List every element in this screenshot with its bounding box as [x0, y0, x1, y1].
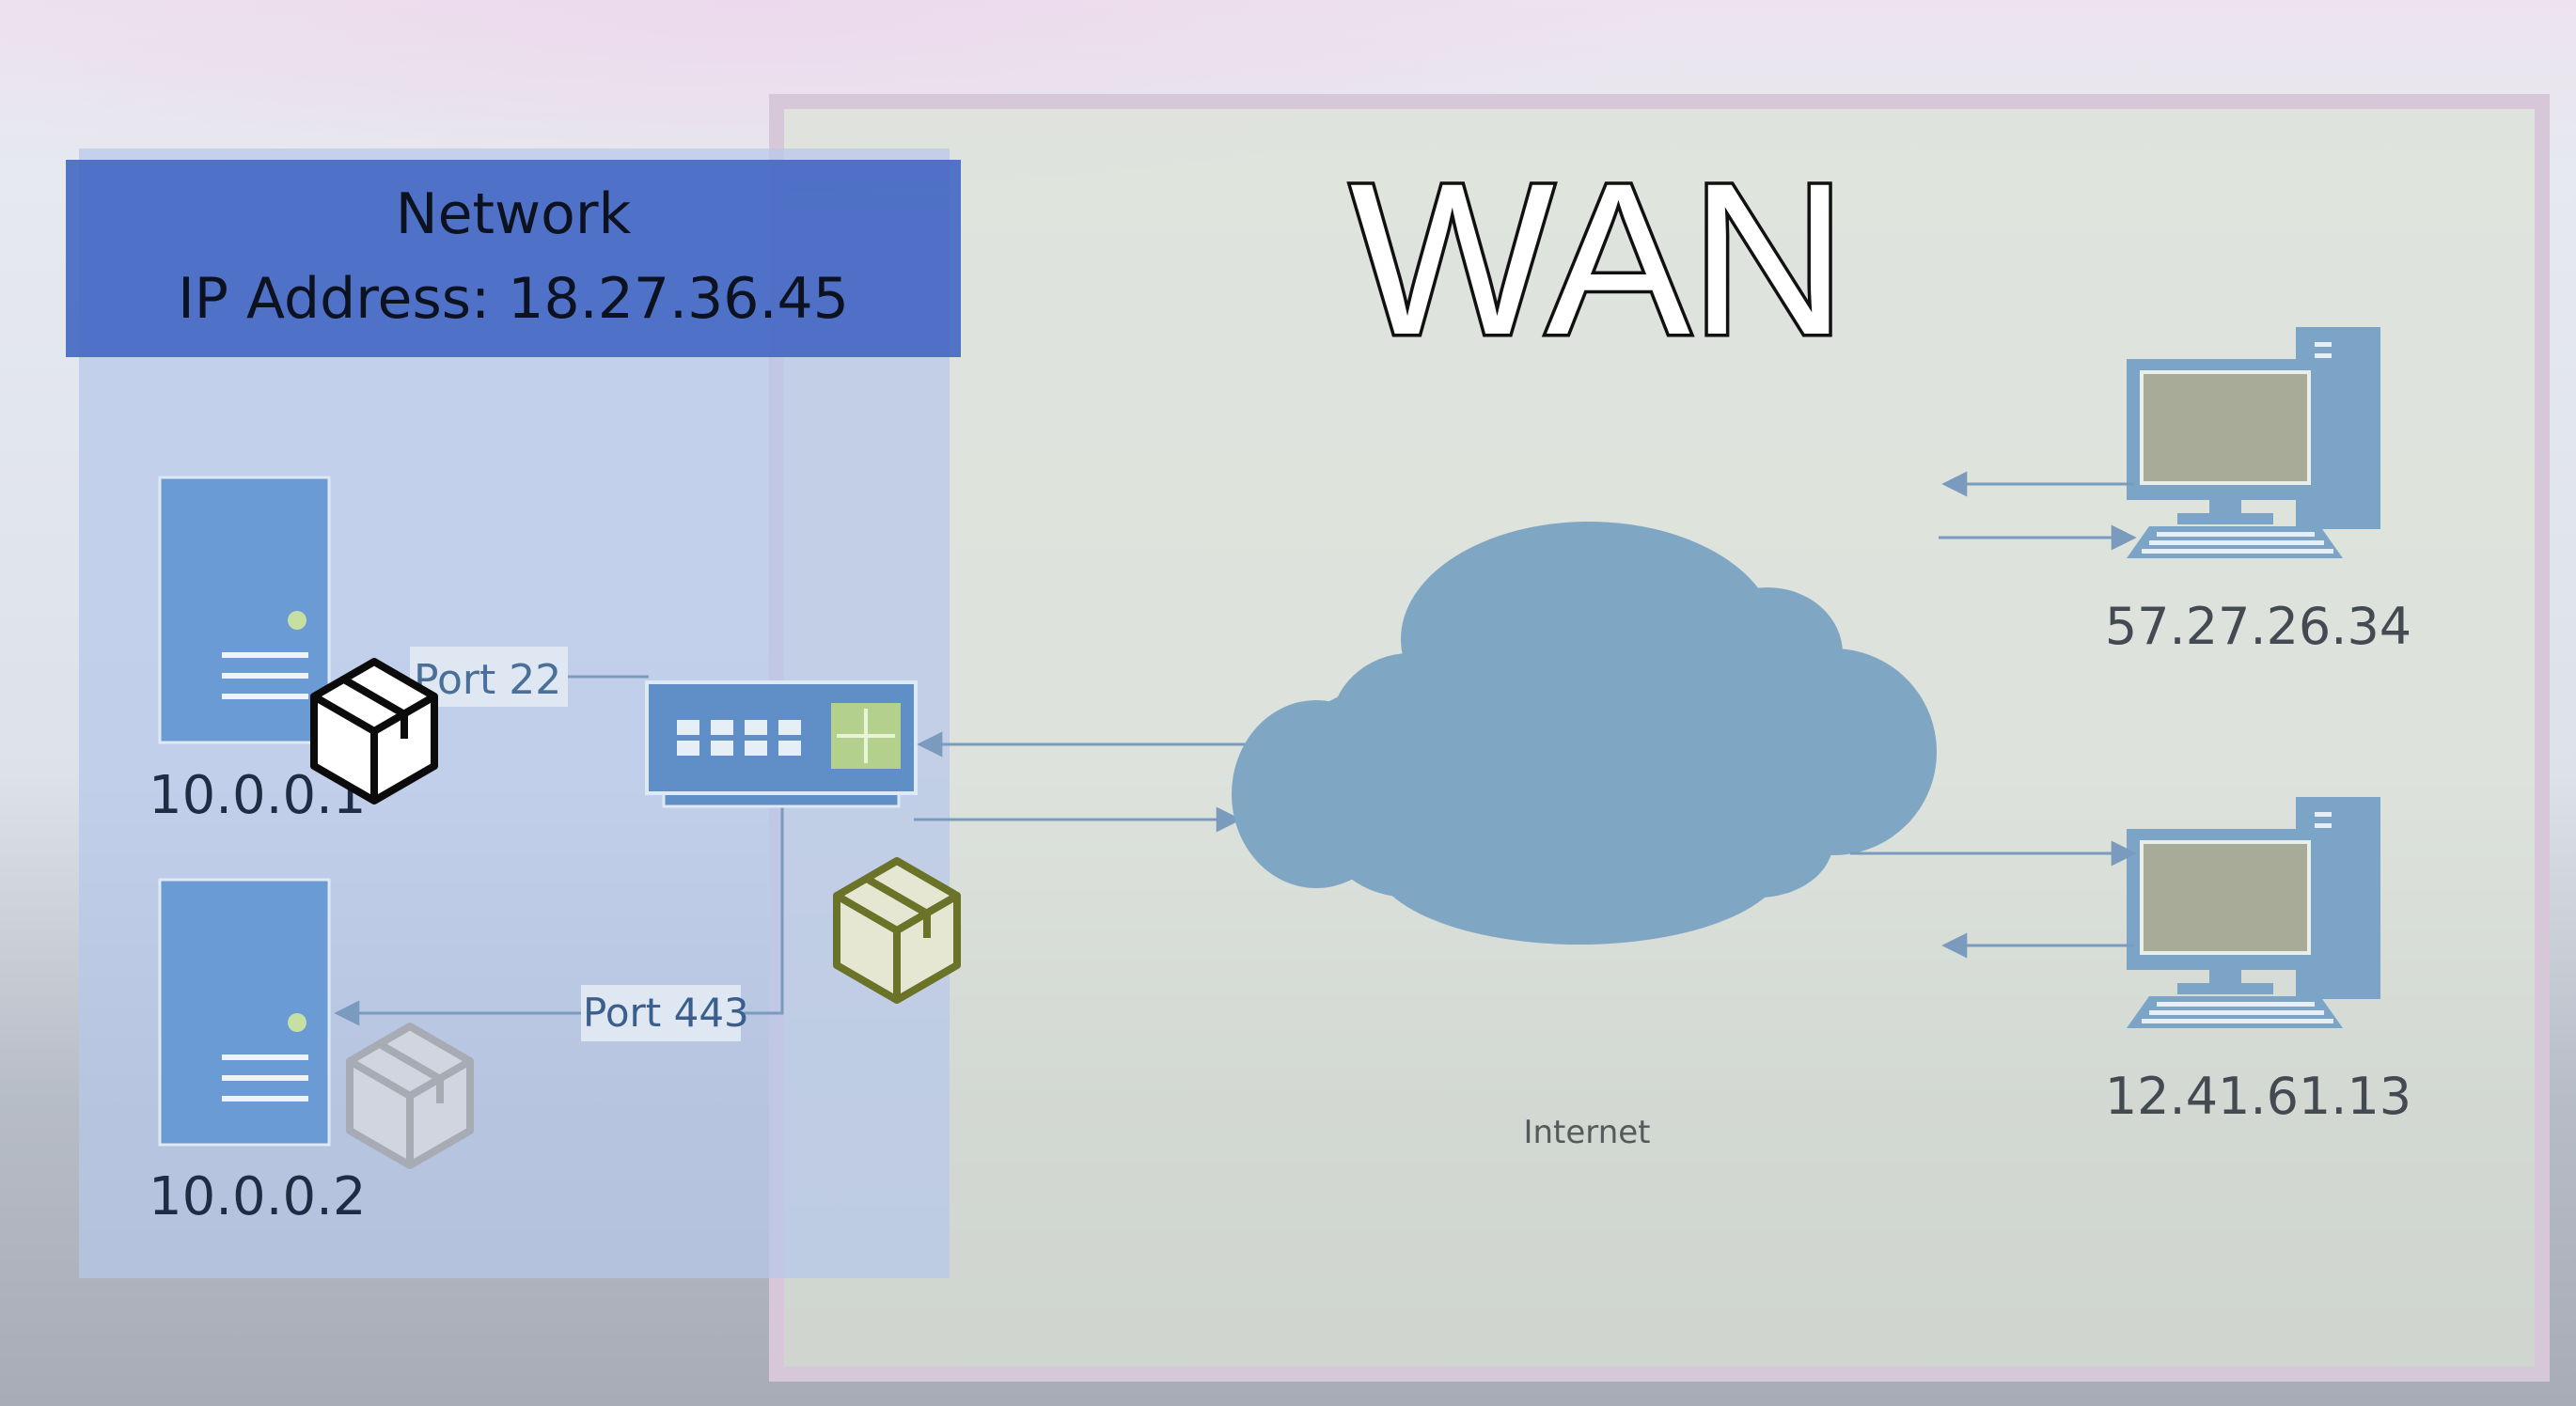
- package-icon: [310, 658, 438, 805]
- port-label: Port 443: [583, 990, 749, 1036]
- server-icon: [158, 878, 331, 1147]
- network-header: [66, 160, 961, 357]
- cloud-label: Internet: [1523, 1114, 1650, 1151]
- network-title: Network: [396, 181, 632, 247]
- router-icon: [645, 680, 918, 808]
- package-icon: [833, 857, 961, 1004]
- computer-ip: 57.27.26.34: [2105, 597, 2411, 656]
- wan-panel: [769, 94, 2550, 1382]
- package-icon: [346, 1023, 474, 1169]
- cloud-icon: [1232, 522, 1937, 945]
- computer-ip: 12.41.61.13: [2105, 1067, 2411, 1126]
- server-ip: 10.0.0.2: [149, 1166, 367, 1227]
- port-443-link: [334, 801, 784, 1026]
- port-label-bg: [581, 985, 741, 1041]
- network-ip-label: IP Address: 18.27.36.45: [178, 266, 849, 332]
- port-label: Port 22: [414, 656, 561, 704]
- server-icon: [158, 476, 331, 744]
- wan-title: WAN: [1350, 138, 1846, 380]
